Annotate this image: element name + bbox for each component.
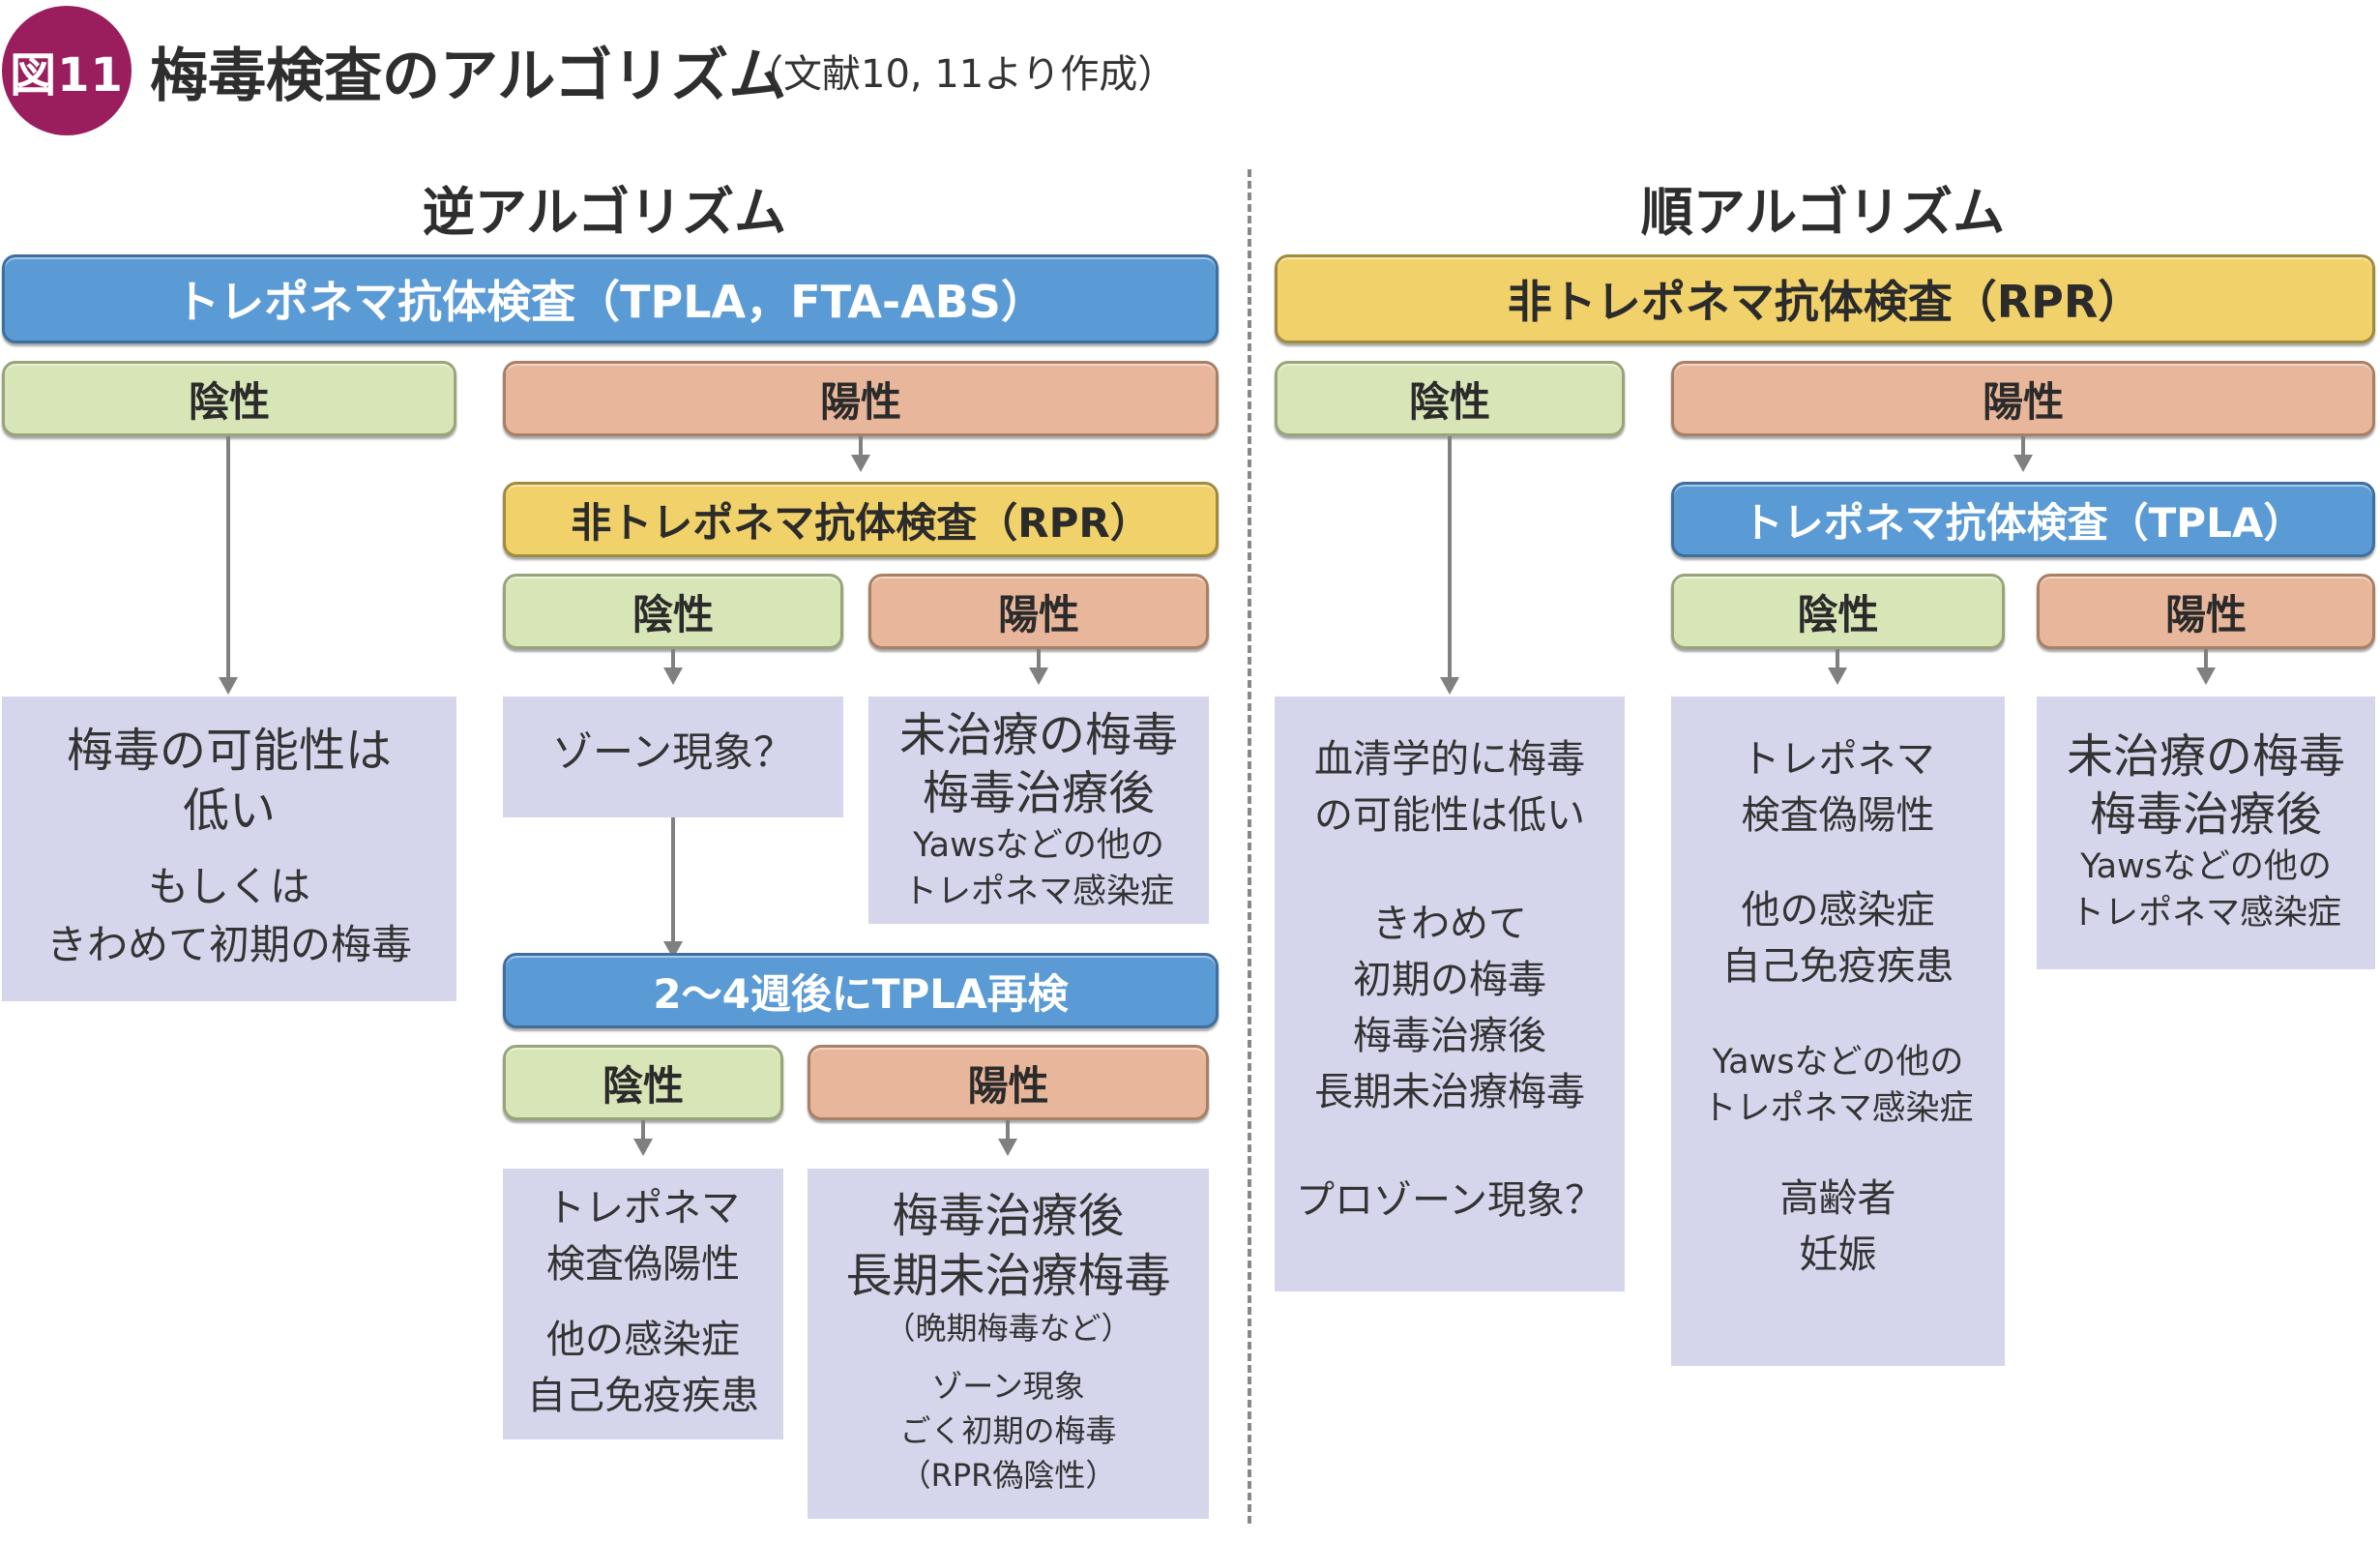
arrow-line [1836, 649, 1839, 668]
result-line: 梅毒治療後 [922, 766, 1155, 820]
result-line: 低い [182, 784, 276, 838]
result-line: （晩期梅毒など） [884, 1310, 1132, 1347]
arrow-head [1029, 667, 1048, 685]
result-line: トレポネマ感染症 [902, 873, 1174, 911]
arrow-head [219, 677, 238, 695]
result-line: の可能性は低い [1314, 793, 1585, 838]
arrow-line [671, 649, 675, 668]
result-line: Yawsなどの他の [2080, 847, 2332, 886]
fwd-positive-2: 陽性 [2037, 574, 2375, 649]
rev-negative-2: 陰性 [503, 574, 843, 649]
arrow-line [859, 436, 863, 456]
result-line: 血清学的に梅毒 [1314, 737, 1585, 782]
rev-positive-2: 陽性 [868, 574, 1209, 649]
result-line: 初期の梅毒 [1353, 958, 1546, 1002]
rev-tpla-retest: 2〜4週後にTPLA再検 [503, 953, 1219, 1028]
arrow-head [998, 1139, 1017, 1156]
result-line: Yawsなどの他の [1712, 1043, 1964, 1082]
reverse-algorithm-title: 逆アルゴリズム [422, 182, 787, 243]
forward-algorithm-title: 順アルゴリズム [1640, 182, 2006, 243]
rev-treponemal-test: トレポネマ抗体検査（TPLA，FTA-ABS） [2, 254, 1219, 343]
arrow-head [1828, 667, 1847, 685]
result-line: ごく初期の梅毒 [899, 1412, 1117, 1449]
rev-positive-1: 陽性 [503, 361, 1219, 436]
result-line: 未治療の梅毒 [898, 708, 1178, 762]
arrow-line [2021, 436, 2025, 456]
rev-negative-1: 陰性 [2, 361, 456, 436]
rev-neg1-result: 梅毒の可能性は 低い もしくは きわめて初期の梅毒 [2, 697, 456, 1001]
result-line: 検査偽陽性 [1741, 793, 1935, 838]
result-line: Yawsなどの他の [913, 826, 1164, 865]
rev-positive-3: 陽性 [808, 1045, 1209, 1120]
result-line: ゾーン現象？ [552, 728, 794, 776]
result-line: プロゾーン現象？ [1296, 1178, 1603, 1223]
rev-pos3-result: 梅毒治療後 長期未治療梅毒 （晩期梅毒など） ゾーン現象 ごく初期の梅毒 （RP… [808, 1169, 1209, 1519]
fwd-treponemal-test: トレポネマ抗体検査（TPLA） [1671, 482, 2375, 557]
rev-pos2-result: 未治療の梅毒 梅毒治療後 Yawsなどの他の トレポネマ感染症 [868, 697, 1209, 924]
result-line: トレポネマ [1741, 737, 1935, 782]
arrow-head [1440, 677, 1459, 695]
arrow-line [641, 1120, 645, 1140]
arrow-head [633, 1139, 653, 1156]
rev-neg3-result: トレポネマ 検査偽陽性 他の感染症 自己免疫疾患 [503, 1169, 783, 1439]
result-line: 自己免疫疾患 [527, 1374, 759, 1418]
result-line: 梅毒治療後 [1353, 1014, 1546, 1058]
result-line: 他の感染症 [1741, 888, 1935, 933]
result-line: 梅毒治療後 [892, 1189, 1125, 1243]
result-line: 妊娠 [1799, 1232, 1877, 1277]
result-line: 梅毒治療後 [2089, 787, 2322, 842]
rev-nontreponemal-test: 非トレポネマ抗体検査（RPR） [503, 482, 1219, 557]
fwd-positive-1: 陽性 [1671, 361, 2375, 436]
result-line: トレポネマ感染症 [1702, 1089, 1974, 1128]
figure-badge: 図11 [2, 6, 132, 135]
result-line: トレポネマ感染症 [2070, 894, 2341, 933]
result-line: 検査偽陽性 [546, 1242, 740, 1287]
result-line: ゾーン現象 [931, 1368, 1085, 1405]
result-line: きわめて初期の梅毒 [45, 921, 412, 968]
arrow-line [1006, 1120, 1010, 1140]
figure-title: 梅毒検査のアルゴリズム [150, 43, 787, 110]
result-line: もしくは [147, 863, 310, 910]
figure-source: （文献10, 11より作成） [745, 52, 1177, 97]
fwd-pos2-result: 未治療の梅毒 梅毒治療後 Yawsなどの他の トレポネマ感染症 [2037, 697, 2375, 969]
fwd-neg1-result: 血清学的に梅毒 の可能性は低い きわめて 初期の梅毒 梅毒治療後 長期未治療梅毒… [1275, 697, 1625, 1291]
result-line: 長期未治療梅毒 [1314, 1070, 1585, 1114]
result-line: 長期未治療梅毒 [845, 1249, 1171, 1303]
rev-negative-3: 陰性 [503, 1045, 783, 1120]
rev-neg2-result: ゾーン現象？ [503, 697, 843, 817]
result-line: 自己免疫疾患 [1721, 944, 1954, 989]
result-line: きわめて [1372, 902, 1527, 946]
section-divider [1248, 169, 1251, 1524]
fwd-nontreponemal-test: 非トレポネマ抗体検査（RPR） [1275, 254, 2375, 343]
result-line: 高齢者 [1779, 1176, 1896, 1221]
result-line: （RPR偽陰性） [899, 1457, 1117, 1494]
arrow-line [1037, 649, 1041, 668]
result-line: トレポネマ [546, 1186, 740, 1231]
result-line: 他の感染症 [546, 1318, 740, 1362]
result-line: 未治療の梅毒 [2066, 729, 2345, 784]
result-line: 梅毒の可能性は [66, 724, 392, 778]
arrow-head [851, 455, 870, 472]
fwd-neg2-result: トレポネマ 検査偽陽性 他の感染症 自己免疫疾患 Yawsなどの他の トレポネマ… [1671, 697, 2005, 1366]
arrow-head [663, 667, 683, 685]
fwd-negative-2: 陰性 [1671, 574, 2005, 649]
fwd-negative-1: 陰性 [1275, 361, 1625, 436]
arrow-line [2204, 649, 2208, 668]
arrow-line [671, 817, 675, 943]
arrow-head [2196, 667, 2216, 685]
arrow-line [226, 436, 230, 678]
arrow-head [2013, 455, 2033, 472]
arrow-line [1448, 436, 1452, 678]
